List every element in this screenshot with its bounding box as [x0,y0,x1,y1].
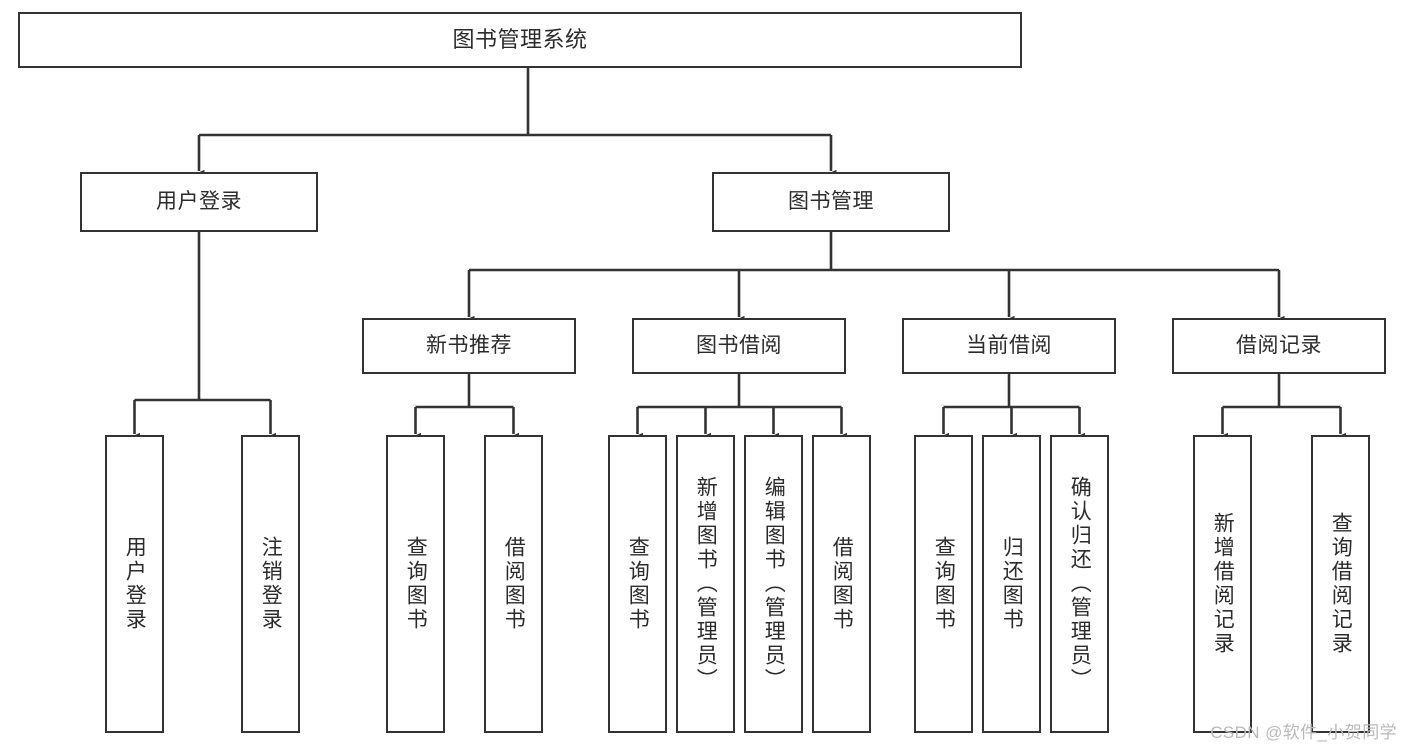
node-label: 图书管理 [788,189,874,213]
node-label: 编辑图书（管理员） [762,476,786,692]
node-user-login[interactable]: 用户登录 [80,172,318,232]
node-label: 借阅图书 [830,536,854,632]
node-new-book-recommend[interactable]: 新书推荐 [362,318,576,374]
node-label: 查询图书 [932,536,956,632]
node-book-borrow[interactable]: 图书借阅 [632,318,846,374]
node-leaf-borrow-book-1[interactable]: 借阅图书 [484,435,543,733]
node-label: 借阅图书 [502,536,526,632]
node-leaf-query-record[interactable]: 查询借阅记录 [1311,435,1370,733]
node-leaf-return-book[interactable]: 归还图书 [982,435,1041,733]
node-label: 用户登录 [156,189,242,213]
node-label: 查询借阅记录 [1329,512,1353,656]
node-label: 图书管理系统 [452,27,588,53]
node-label: 注销登录 [259,536,283,632]
node-leaf-add-record[interactable]: 新增借阅记录 [1193,435,1252,733]
node-book-manage[interactable]: 图书管理 [712,172,950,232]
node-label: 当前借阅 [966,333,1052,357]
node-leaf-query-book-2[interactable]: 查询图书 [608,435,667,733]
node-label: 确认归还（管理员） [1068,476,1092,692]
node-label: 新书推荐 [426,333,512,357]
node-label: 查询图书 [626,536,650,632]
node-label: 用户登录 [123,536,147,632]
node-label: 借阅记录 [1236,333,1322,357]
node-leaf-add-book[interactable]: 新增图书（管理员） [676,435,735,733]
node-leaf-edit-book[interactable]: 编辑图书（管理员） [744,435,803,733]
node-current-borrow[interactable]: 当前借阅 [902,318,1116,374]
node-label: 新增图书（管理员） [694,476,718,692]
node-leaf-borrow-book-2[interactable]: 借阅图书 [812,435,871,733]
node-leaf-query-book-1[interactable]: 查询图书 [386,435,445,733]
node-borrow-record[interactable]: 借阅记录 [1172,318,1386,374]
node-label: 查询图书 [404,536,428,632]
watermark: CSDN @软件_小贺同学 [1210,723,1397,742]
node-root[interactable]: 图书管理系统 [18,12,1022,68]
node-leaf-user-login[interactable]: 用户登录 [105,435,164,733]
node-leaf-confirm-return[interactable]: 确认归还（管理员） [1050,435,1109,733]
node-label: 图书借阅 [696,333,782,357]
node-leaf-logout[interactable]: 注销登录 [241,435,300,733]
node-label: 归还图书 [1000,536,1024,632]
node-label: 新增借阅记录 [1211,512,1235,656]
node-leaf-query-book-3[interactable]: 查询图书 [914,435,973,733]
